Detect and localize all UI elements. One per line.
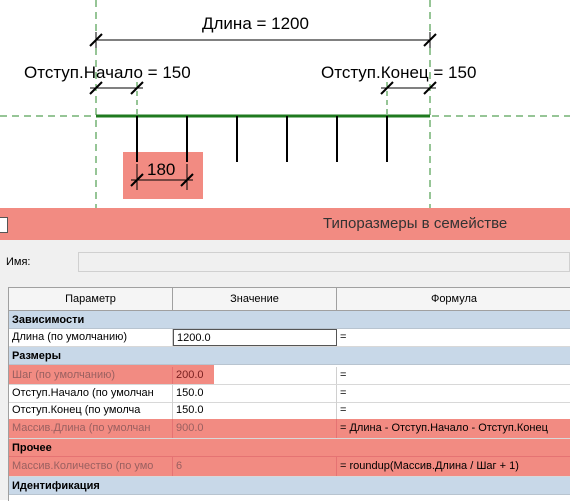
param-name: Отступ.Конец (по умолча (9, 402, 173, 419)
group-header-other[interactable]: Прочее (9, 439, 570, 457)
param-formula[interactable]: = (340, 387, 347, 399)
table-row[interactable]: Отступ.Начало (по умолчан 150.0 = (9, 385, 570, 403)
dialog-body: Имя: Параметр Значение Формула Зависимос… (0, 240, 570, 501)
dim-step-tick-left (130, 173, 144, 187)
dim-end-tick-right (423, 81, 437, 95)
dim-end-tick-left (380, 81, 394, 95)
param-value: 900.0 (173, 419, 337, 438)
dim-start-tick-left (89, 81, 103, 95)
param-name: Массив.Длина (по умолчан (9, 419, 173, 438)
param-value[interactable]: 200.0 (173, 367, 337, 384)
dim-end-label[interactable]: Отступ.Конец = 150 (321, 63, 477, 82)
dialog-titlebar[interactable]: Типоразмеры в семействе (0, 208, 570, 240)
param-name: Длина (по умолчанию) (9, 329, 173, 346)
table-row[interactable]: Длина (по умолчанию) 1200.0 = (9, 329, 570, 347)
group-header-dimensions[interactable]: Размеры (9, 347, 570, 365)
dim-start-label[interactable]: Отступ.Начало = 150 (24, 63, 191, 82)
dim-step-label[interactable]: 180 (147, 160, 176, 179)
param-formula[interactable]: = (340, 404, 347, 416)
param-value-input[interactable]: 1200.0 (173, 329, 337, 346)
table-row[interactable]: Шаг (по умолчанию) 200.0 = (9, 367, 570, 385)
param-formula[interactable]: = (340, 331, 347, 343)
parameters-table: Параметр Значение Формула Зависимости Дл… (8, 287, 570, 501)
group-header-constraints[interactable]: Зависимости (9, 311, 570, 329)
app-icon (0, 217, 8, 233)
dim-start-tick-right (130, 81, 144, 95)
dim-step-tick-right (180, 173, 194, 187)
group-header-identity[interactable]: Идентификация (9, 477, 570, 495)
param-formula[interactable]: = roundup(Массив.Длина / Шаг + 1) (340, 460, 519, 472)
column-header-value[interactable]: Значение (173, 288, 337, 310)
table-header: Параметр Значение Формула (9, 288, 570, 311)
family-drawing-canvas[interactable]: Длина = 1200 Отступ.Начало = 150 Отступ.… (0, 0, 570, 208)
param-value[interactable]: 150.0 (173, 385, 337, 402)
dim-total-tick-left (89, 33, 103, 47)
table-row[interactable]: Массив.Длина (по умолчан 900.0 = Длина -… (9, 419, 570, 439)
param-value: 6 (173, 457, 337, 476)
table-row[interactable]: Отступ.Конец (по умолча 150.0 = (9, 402, 570, 420)
column-header-parameter[interactable]: Параметр (9, 288, 173, 310)
param-value[interactable]: 150.0 (173, 402, 337, 419)
name-field[interactable] (78, 252, 570, 272)
param-formula[interactable]: = (340, 369, 347, 381)
name-label: Имя: (6, 256, 31, 268)
table-row[interactable]: Массив.Количество (по умо 6 = roundup(Ма… (9, 457, 570, 477)
param-formula[interactable]: = Длина - Отступ.Начало - Отступ.Конец (340, 422, 548, 434)
dim-total-tick-right (423, 33, 437, 47)
param-name: Массив.Количество (по умо (9, 457, 173, 476)
param-name: Шаг (по умолчанию) (9, 367, 173, 384)
param-name: Отступ.Начало (по умолчан (9, 385, 173, 402)
column-header-formula[interactable]: Формула (430, 293, 478, 305)
drawing-svg (0, 0, 570, 208)
dialog-title: Типоразмеры в семействе (323, 215, 508, 232)
dim-total-label[interactable]: Длина = 1200 (202, 14, 309, 33)
family-types-dialog: Типоразмеры в семействе Имя: Параметр Зн… (0, 208, 570, 501)
step-row-highlight (9, 365, 214, 385)
